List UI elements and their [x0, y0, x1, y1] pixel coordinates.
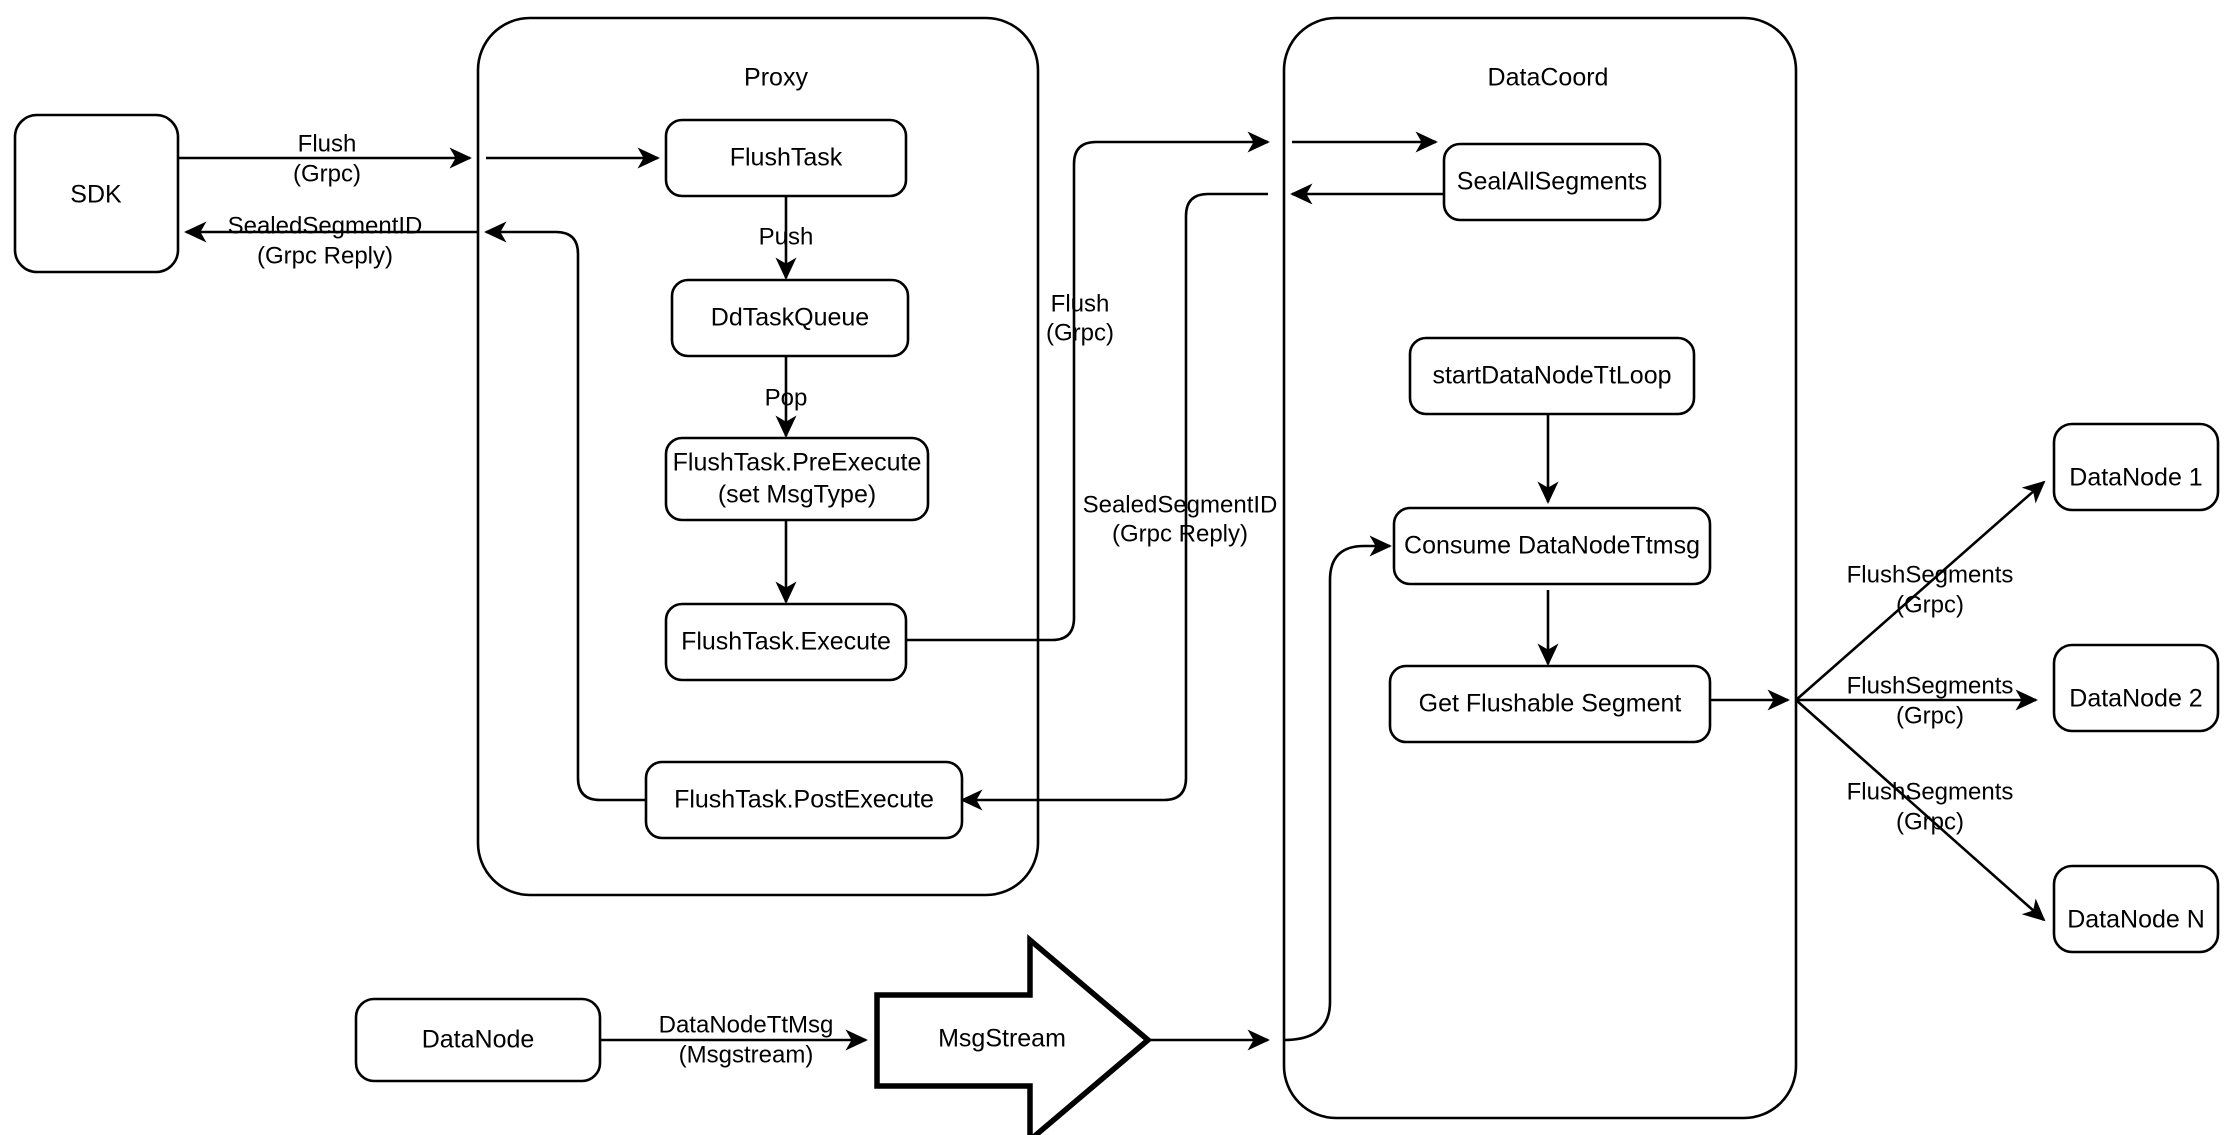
proxy-title: Proxy — [744, 64, 808, 92]
edge-label-datanode-ttmsg: DataNodeTtMsg (Msgstream) — [659, 1011, 834, 1068]
datanode-source-label: DataNode — [422, 1026, 535, 1054]
datanode1-box[interactable] — [2052, 422, 2220, 512]
datanode2-label: DataNode 2 — [2069, 685, 2202, 713]
node-msgstream[interactable]: MsgStream — [874, 934, 1153, 1135]
flushtask-label: FlushTask — [730, 144, 843, 172]
flushsegments2-line2: (Grpc) — [1896, 702, 1964, 729]
sealedsegmentid-line2: (Grpc Reply) — [257, 242, 393, 269]
sealallsegments-label: SealAllSegments — [1457, 168, 1647, 196]
datanodeN-box[interactable] — [2052, 864, 2220, 954]
flush-grpc-line2: (Grpc) — [293, 160, 361, 187]
sealallsegments-box[interactable] — [1442, 142, 1662, 222]
datanodettmsg-line1: DataNodeTtMsg — [659, 1011, 834, 1038]
edge-label-sdk-to-proxy: Flush (Grpc) — [293, 130, 361, 187]
ddtaskqueue-box[interactable] — [670, 278, 910, 358]
startdatanodettloop-label: startDataNodeTtLoop — [1432, 362, 1671, 390]
msgstream-label: MsgStream — [938, 1025, 1066, 1053]
flush-grpc-line1: Flush — [298, 130, 357, 157]
node-flushtask[interactable]: FlushTask — [664, 118, 908, 198]
flushsegmentsN-line2: (Grpc) — [1896, 808, 1964, 835]
group-proxy: Proxy — [476, 16, 1040, 897]
node-datanode-n[interactable]: DataNode N — [2052, 864, 2220, 954]
node-get-flushable-segment[interactable]: Get Flushable Segment — [1388, 664, 1712, 744]
get-flushable-segment-label: Get Flushable Segment — [1419, 690, 1682, 718]
flushsegmentsN-line1: FlushSegments — [1847, 778, 2014, 805]
group-datacoord: DataCoord — [1282, 16, 1798, 1120]
edge-label-flushsegments-n: FlushSegments (Grpc) — [1847, 778, 2014, 835]
edge-postexecute-to-sdkreply — [484, 221, 646, 802]
flushsegments1-line2: (Grpc) — [1896, 591, 1964, 618]
postexecute-label: FlushTask.PostExecute — [674, 786, 934, 814]
ddtaskqueue-label: DdTaskQueue — [711, 304, 869, 332]
datanode1-label: DataNode 1 — [2069, 464, 2202, 492]
node-sealallsegments[interactable]: SealAllSegments — [1442, 142, 1662, 222]
flushsegments2-line1: FlushSegments — [1847, 672, 2014, 699]
node-datanode-source[interactable]: DataNode — [354, 997, 602, 1083]
edge-label-proxy-to-sdk: SealedSegmentID (Grpc Reply) — [228, 212, 423, 269]
execute-box[interactable] — [664, 602, 908, 682]
node-sdk[interactable]: SDK — [13, 113, 180, 274]
edge-execute-to-datacoord — [906, 131, 1270, 642]
get-flushable-segment-box[interactable] — [1388, 664, 1712, 744]
sealedsegmentid-line1: SealedSegmentID — [228, 212, 423, 239]
startdatanodettloop-box[interactable] — [1408, 336, 1696, 416]
flushsegments1-line1: FlushSegments — [1847, 561, 2014, 588]
proxy-container — [476, 16, 1040, 897]
datanode-source-box[interactable] — [354, 997, 602, 1083]
sealedsegmentid-dc-line1: SealedSegmentID — [1083, 491, 1278, 518]
node-startdatanodettloop[interactable]: startDataNodeTtLoop — [1408, 336, 1696, 416]
datacoord-title: DataCoord — [1488, 64, 1609, 92]
sealedsegmentid-dc-line2: (Grpc Reply) — [1112, 520, 1248, 547]
sdk-label: SDK — [70, 181, 122, 209]
flushtask-box[interactable] — [664, 118, 908, 198]
edge-label-flushsegments-1: FlushSegments (Grpc) — [1847, 561, 2014, 618]
pop-label: Pop — [765, 384, 808, 411]
postexecute-box[interactable] — [644, 760, 964, 840]
datanode2-box[interactable] — [2052, 643, 2220, 733]
edge-hub-to-datanode1 — [1795, 480, 2046, 701]
edge-datacoord-to-postexecute — [960, 192, 1268, 811]
execute-label: FlushTask.Execute — [681, 628, 891, 656]
node-datanode-1[interactable]: DataNode 1 — [2052, 422, 2220, 512]
node-flushtask-postexecute[interactable]: FlushTask.PostExecute — [644, 760, 964, 840]
edge-dcedge-to-consume — [1283, 535, 1392, 1042]
datanodettmsg-line2: (Msgstream) — [679, 1041, 814, 1068]
node-flushtask-execute[interactable]: FlushTask.Execute — [664, 602, 908, 682]
flush-dc-line1: Flush — [1051, 290, 1110, 317]
preexecute-label-line1: FlushTask.PreExecute — [673, 449, 922, 477]
flush-dc-line2: (Grpc) — [1046, 319, 1114, 346]
node-ddtaskqueue[interactable]: DdTaskQueue — [670, 278, 910, 358]
edge-hub-to-datanodeN — [1795, 699, 2046, 922]
edge-label-datacoord-to-proxy: SealedSegmentID (Grpc Reply) — [1083, 491, 1278, 547]
edge-label-proxy-to-datacoord: Flush (Grpc) — [1046, 290, 1114, 346]
consume-datanodettmsg-box[interactable] — [1392, 506, 1712, 586]
preexecute-label-line2: (set MsgType) — [718, 481, 876, 509]
edge-label-flushsegments-2: FlushSegments (Grpc) — [1847, 672, 2014, 729]
node-datanode-2[interactable]: DataNode 2 — [2052, 643, 2220, 733]
datanodeN-label: DataNode N — [2067, 906, 2205, 934]
node-flushtask-preexecute[interactable]: FlushTask.PreExecute (set MsgType) — [664, 436, 930, 522]
preexecute-box[interactable] — [664, 436, 930, 522]
push-label: Push — [759, 223, 814, 250]
datacoord-container — [1282, 16, 1798, 1120]
msgstream-arrow-shape[interactable] — [874, 934, 1153, 1135]
node-consume-datanodettmsg[interactable]: Consume DataNodeTtmsg — [1392, 506, 1712, 586]
consume-datanodettmsg-label: Consume DataNodeTtmsg — [1404, 532, 1700, 560]
sdk-box[interactable] — [13, 113, 180, 274]
